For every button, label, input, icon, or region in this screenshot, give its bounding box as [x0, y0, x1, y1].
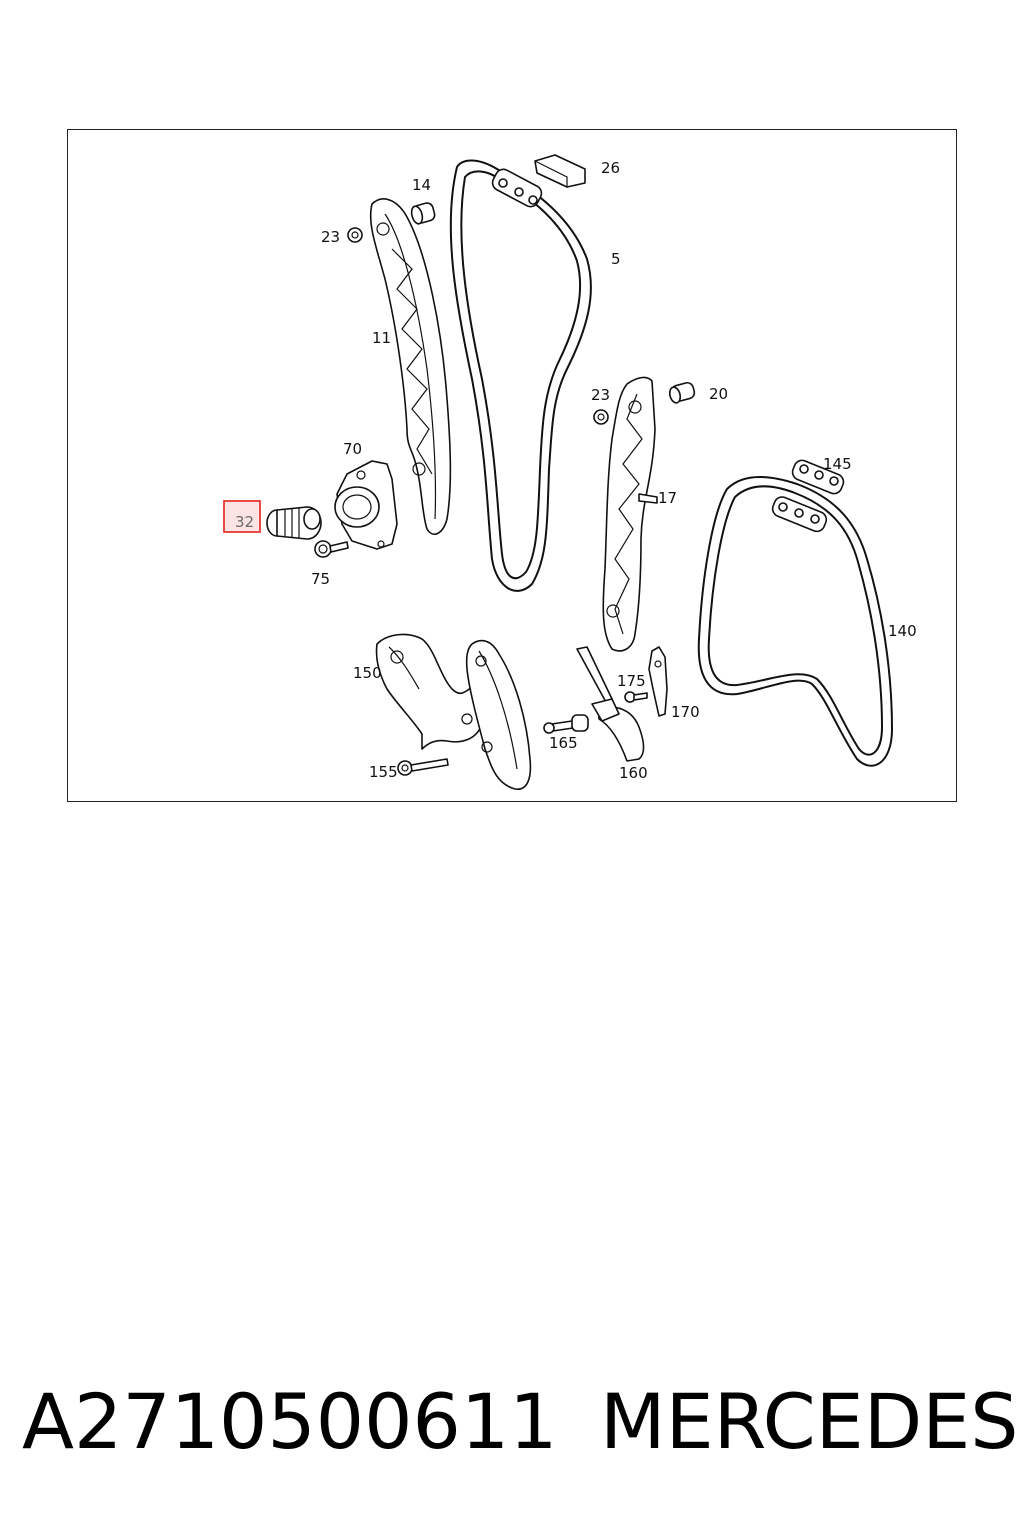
part-155-bolt [397, 758, 449, 776]
label-part-150: 150 [353, 664, 382, 682]
label-part-23-lower: 23 [591, 386, 610, 404]
label-part-175: 175 [617, 672, 646, 690]
label-part-32: 32 [235, 513, 254, 531]
part-20-pin [668, 381, 696, 404]
label-part-26: 26 [601, 159, 620, 177]
label-part-11: 11 [372, 329, 391, 347]
chain-link-segment-upper [491, 168, 543, 208]
label-part-70: 70 [343, 440, 362, 458]
part-75-bolt [314, 540, 349, 558]
footer-caption: A2710500611 MERCEDES [22, 1372, 1018, 1472]
label-part-155: 155 [369, 763, 398, 781]
label-part-145: 145 [823, 455, 852, 473]
label-part-160: 160 [619, 764, 648, 782]
label-part-20: 20 [709, 385, 728, 403]
part-17-guide-rail [602, 376, 658, 652]
part-165-pin [543, 714, 589, 734]
label-part-14: 14 [412, 176, 431, 194]
diagram-frame [67, 129, 957, 802]
part-32-chain-tensioner [266, 506, 322, 540]
part-145-chain-link [771, 459, 845, 533]
label-part-140: 140 [888, 622, 917, 640]
label-part-23-upper: 23 [321, 228, 340, 246]
label-part-170: 170 [671, 703, 700, 721]
part-11-tensioning-rail [369, 198, 452, 535]
brand-name: MERCEDES [600, 1377, 1019, 1466]
part-14-pin [410, 202, 436, 225]
highlight-box-part-32 [223, 500, 261, 533]
lower-timing-chain [697, 476, 894, 767]
part-number: A2710500611 [22, 1377, 558, 1466]
label-part-165: 165 [549, 734, 578, 752]
part-170-clip [648, 646, 668, 717]
upper-timing-chain [449, 159, 592, 592]
part-23-nut-lower [593, 409, 609, 425]
part-26-slide [534, 154, 586, 188]
part-70-tensioner-housing [334, 460, 398, 550]
lower-tensioning-rail [465, 639, 532, 790]
label-part-75: 75 [311, 570, 330, 588]
parts-diagram: 26 14 23 5 11 23 20 70 145 17 32 75 140 … [223, 154, 917, 790]
label-part-17: 17 [658, 489, 677, 507]
part-23-nut-upper [347, 227, 363, 243]
part-160-guide [576, 646, 645, 762]
part-175-bolt [624, 691, 648, 703]
label-part-5: 5 [611, 250, 621, 268]
